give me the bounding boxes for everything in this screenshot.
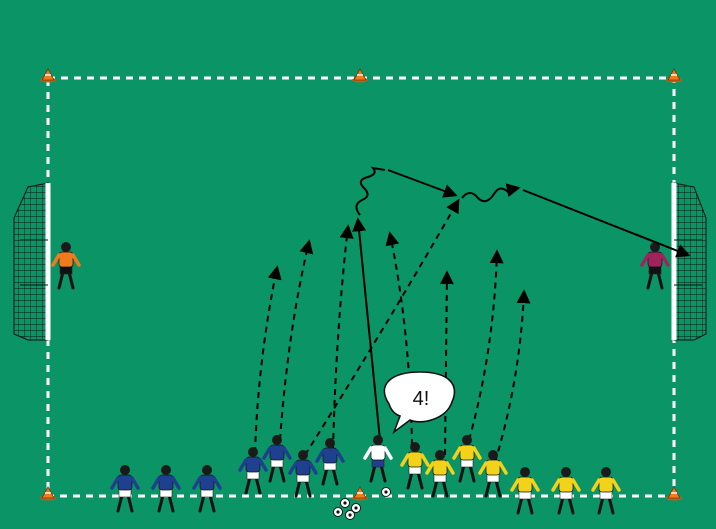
left-goal [14, 183, 48, 340]
ball-icon [334, 508, 343, 517]
right-goal [674, 183, 706, 340]
goal-icon [14, 183, 48, 340]
goal-icon [674, 183, 706, 340]
ball-icon [341, 499, 350, 508]
ball-icon [346, 511, 355, 520]
callout-text: 4! [413, 388, 430, 410]
ball-icon [382, 488, 391, 497]
